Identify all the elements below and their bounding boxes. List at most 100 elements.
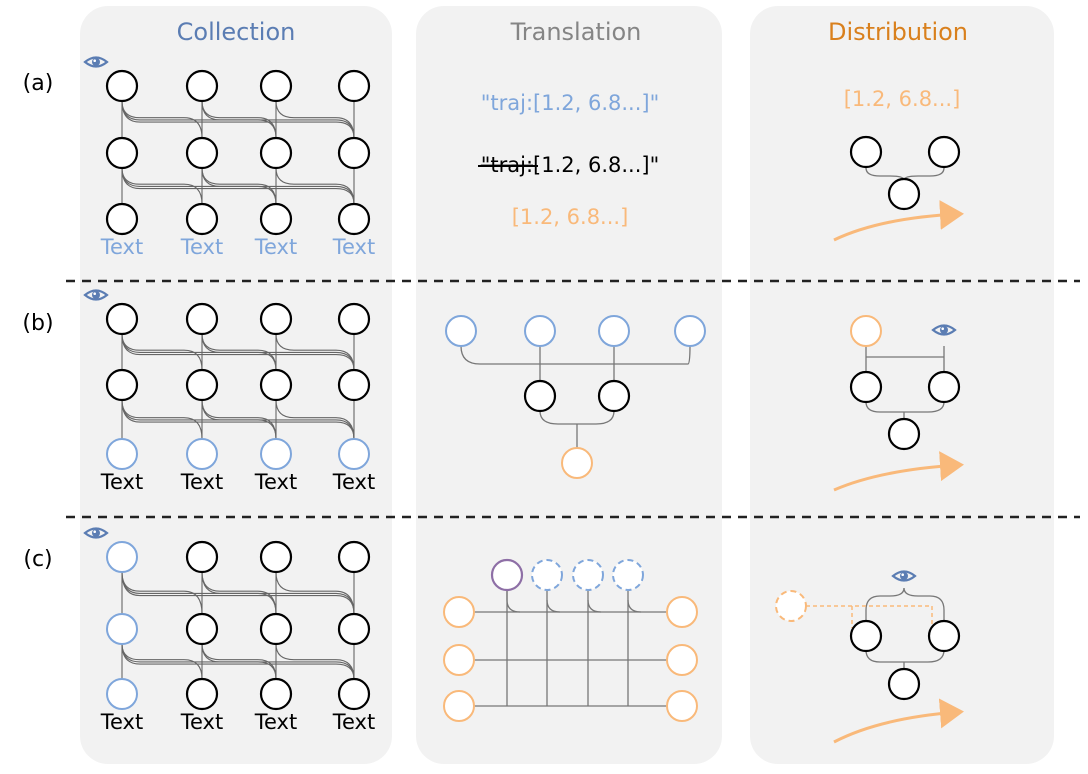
distribution-c-network [775, 570, 964, 744]
collection-node [337, 612, 371, 646]
node-text-label: Text [332, 710, 375, 734]
collection-node [106, 613, 138, 645]
translation-c-left-node [443, 644, 475, 676]
translation-b-hidden-node [597, 379, 631, 413]
distribution-b-node [849, 370, 883, 404]
collection-node [337, 368, 371, 402]
translation-c-masked-node [572, 559, 604, 591]
distribution-a-node [849, 135, 883, 169]
distribution-c-node [849, 619, 883, 653]
collection-node [106, 541, 138, 573]
translation-c-masked-node [531, 559, 563, 591]
node-text-label: Text [100, 470, 143, 494]
translation-c-right-node [666, 596, 698, 628]
translation-b-output-node [561, 447, 593, 479]
collection-node [259, 69, 293, 103]
collection-node [337, 69, 371, 103]
distribution-b-network [833, 315, 964, 492]
node-text-label: Text [180, 710, 223, 734]
translation-a-rest: [1.2, 6.8...]" [533, 153, 659, 177]
node-text-label: Text [100, 235, 143, 259]
distribution-panel [750, 6, 1054, 764]
distribution-c-masked-node [775, 590, 807, 622]
collection-node [185, 202, 219, 236]
translation-c-right-node [666, 644, 698, 676]
collection-node [106, 678, 138, 710]
collection-node [337, 136, 371, 170]
distribution-b-input-node [850, 315, 882, 347]
node-text-label: Text [180, 235, 223, 259]
collection-grid-c: Text Text Text Text [83, 527, 375, 734]
translation-a-line3: [1.2, 6.8...] [512, 205, 629, 229]
collection-node [259, 136, 293, 170]
row-label-c: (c) [23, 547, 52, 572]
collection-node [105, 69, 139, 103]
translation-c-query-node [490, 558, 524, 592]
collection-node [185, 136, 219, 170]
translation-a-line2: "traj:[1.2, 6.8...]" [478, 153, 659, 177]
collection-node [337, 202, 371, 236]
node-text-label: Text [254, 235, 297, 259]
collection-node [186, 438, 218, 470]
collection-node [259, 202, 293, 236]
collection-node [185, 677, 219, 711]
collection-node [337, 677, 371, 711]
collection-node [259, 612, 293, 646]
translation-c-masked-node [612, 559, 644, 591]
collection-node [105, 302, 139, 336]
collection-node [185, 612, 219, 646]
translation-c-left-node [443, 596, 475, 628]
distribution-c-node [927, 619, 961, 653]
collection-node [337, 540, 371, 574]
collection-node [185, 302, 219, 336]
arrow-icon [833, 199, 964, 242]
arrow-icon [833, 451, 964, 492]
translation-title: Translation [510, 18, 642, 46]
node-text-label: Text [254, 470, 297, 494]
distribution-a-node [887, 177, 921, 211]
translation-b-input-node [674, 315, 706, 347]
row-label-b: (b) [22, 311, 53, 336]
translation-c-left-node [443, 690, 475, 722]
translation-c-right-node [666, 690, 698, 722]
collection-node [185, 368, 219, 402]
translation-b-input-node [598, 315, 630, 347]
distribution-b-node [927, 370, 961, 404]
collection-panel [80, 6, 392, 764]
collection-node [185, 540, 219, 574]
collection-title: Collection [177, 18, 296, 46]
distribution-a-network [833, 135, 964, 242]
translation-b-input-node [445, 315, 477, 347]
translation-b-hidden-node [523, 379, 557, 413]
distribution-b-node [887, 417, 921, 451]
collection-node [259, 368, 293, 402]
collection-node [337, 302, 371, 336]
translation-b-input-node [524, 315, 556, 347]
collection-node [106, 438, 138, 470]
arrow-icon [833, 698, 964, 744]
translation-a-line1: "traj:[1.2, 6.8...]" [481, 91, 660, 115]
panel-backgrounds [80, 6, 1054, 764]
translation-c-network [443, 558, 698, 722]
row-label-a: (a) [23, 71, 54, 96]
node-text-label: Text [180, 470, 223, 494]
collection-node [105, 368, 139, 402]
distribution-c-node [887, 667, 921, 701]
node-text-label: Text [332, 470, 375, 494]
collection-node [259, 540, 293, 574]
node-text-label: Text [254, 710, 297, 734]
collection-node [338, 438, 370, 470]
collection-node [260, 438, 292, 470]
collection-node [105, 136, 139, 170]
collection-node [185, 69, 219, 103]
distribution-title: Distribution [828, 18, 968, 46]
collection-node [259, 677, 293, 711]
distribution-a-node [927, 135, 961, 169]
collection-grid-b: Text Text Text Text [83, 289, 375, 494]
node-text-label: Text [100, 710, 143, 734]
collection-node [259, 302, 293, 336]
translation-b-network [445, 315, 706, 479]
collection-node [105, 202, 139, 236]
